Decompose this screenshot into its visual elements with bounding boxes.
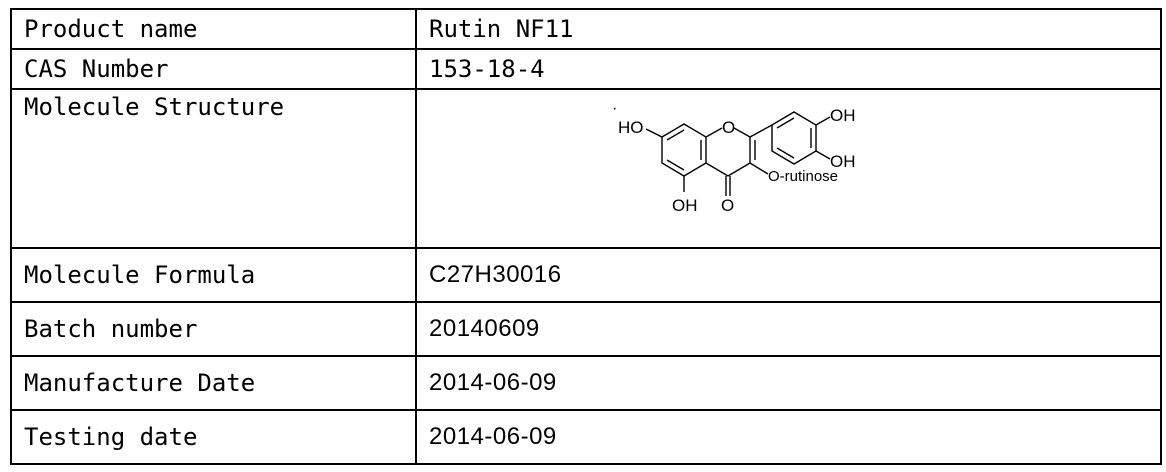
table-row-manufacture-date: Manufacture Date 2014-06-09	[10, 355, 1162, 411]
molecule-formula-label: Molecule Formula	[10, 247, 417, 303]
atom-label-o-keto: O	[721, 196, 734, 215]
molecule-structure-cell: · HO O OH OH O-rutinose OH O	[415, 88, 1162, 249]
batch-number-value: 20140609	[415, 301, 1162, 357]
table-row-testing-date: Testing date 2014-06-09	[10, 409, 1162, 465]
table-row-molecule-structure: Molecule Structure	[10, 88, 1162, 249]
atom-label-o-rutinose: O-rutinose	[768, 168, 838, 185]
svg-text:·: ·	[612, 100, 617, 117]
testing-date-label: Testing date	[10, 409, 417, 465]
atom-label-ho: HO	[618, 118, 644, 137]
product-spec-table: Product name Rutin NF11 CAS Number 153-1…	[10, 8, 1162, 465]
atom-label-oh-top: OH	[830, 106, 856, 125]
table-row-molecule-formula: Molecule Formula C27H30016	[10, 247, 1162, 303]
manufacture-date-value: 2014-06-09	[415, 355, 1162, 411]
cas-number-label: CAS Number	[10, 48, 417, 90]
table-row-cas-number: CAS Number 153-18-4	[10, 48, 1162, 90]
atom-label-oh-right: OH	[830, 152, 856, 171]
atom-label-o-ring: O	[722, 118, 735, 137]
table-row-product-name: Product name Rutin NF11	[10, 8, 1162, 50]
molecule-structure-image: · HO O OH OH O-rutinose OH O	[612, 100, 856, 215]
cas-number-value: 153-18-4	[415, 48, 1162, 90]
molecule-formula-value: C27H30016	[415, 247, 1162, 303]
molecule-structure-label: Molecule Structure	[10, 88, 417, 249]
atom-label-oh-bottom: OH	[672, 196, 698, 215]
product-name-label: Product name	[10, 8, 417, 50]
batch-number-label: Batch number	[10, 301, 417, 357]
testing-date-value: 2014-06-09	[415, 409, 1162, 465]
manufacture-date-label: Manufacture Date	[10, 355, 417, 411]
product-name-value: Rutin NF11	[415, 8, 1162, 50]
table-row-batch-number: Batch number 20140609	[10, 301, 1162, 357]
